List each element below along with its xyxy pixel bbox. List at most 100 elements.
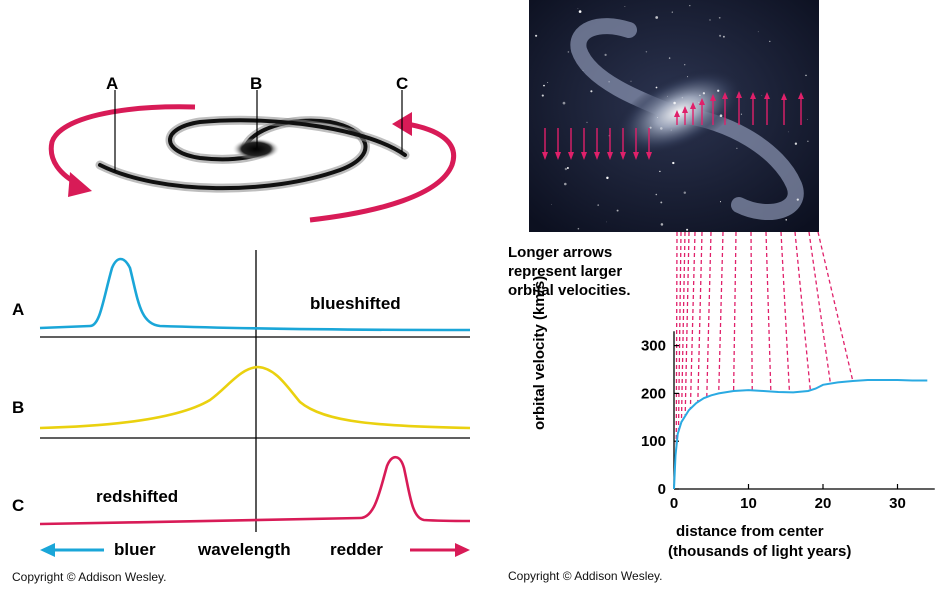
star: [566, 167, 569, 169]
projection-line: [718, 231, 724, 394]
arrow-up-icon: [764, 92, 770, 99]
galaxy-rotation-diagram: [48, 90, 457, 223]
projection-line: [680, 231, 686, 423]
projection-line: [675, 231, 678, 449]
projection-line: [732, 231, 737, 392]
star: [616, 209, 619, 212]
star: [807, 140, 809, 142]
arrow-down-icon: [594, 152, 600, 160]
blueshifted-label: blueshifted: [310, 294, 401, 313]
arrow-down-icon: [620, 152, 626, 160]
copyright-left: Copyright © Addison Wesley.: [12, 570, 167, 584]
redder-arrow-icon: [455, 543, 470, 557]
star: [687, 76, 689, 78]
star: [649, 126, 652, 129]
star: [606, 176, 609, 180]
y-tick-label: 100: [641, 433, 666, 450]
star: [672, 161, 675, 165]
star: [541, 94, 544, 97]
galaxy-label-b: B: [250, 74, 263, 93]
y-axis-title: orbital velocity (km/s): [531, 275, 548, 430]
wavelength-label: wavelength: [198, 540, 291, 559]
x-axis-title-line2: (thousands of light years): [668, 543, 852, 560]
star: [608, 81, 610, 83]
star: [590, 90, 593, 93]
spectrum-row-label-a: A: [12, 300, 25, 319]
arrow-down-icon: [555, 152, 561, 160]
spectra-panel: [39, 250, 471, 532]
star: [577, 8, 579, 10]
star: [689, 4, 691, 7]
galaxy-photo-core: [613, 68, 745, 156]
star: [655, 16, 659, 19]
velocity-arrows: [542, 91, 804, 160]
star: [597, 204, 600, 206]
star: [719, 201, 722, 203]
star: [660, 127, 663, 130]
projection-line: [706, 231, 712, 398]
star: [757, 31, 759, 33]
star: [805, 74, 807, 77]
arrow-down-icon: [646, 152, 652, 160]
star: [681, 97, 683, 99]
star: [719, 114, 723, 117]
star: [673, 101, 676, 105]
spectrum-line-a: [39, 257, 471, 332]
spectrum-row-label-b: B: [12, 398, 25, 417]
bluer-arrow-icon: [40, 543, 55, 557]
x-axis-title-line1: distance from center: [676, 523, 824, 540]
arrow-up-icon: [736, 91, 742, 98]
star: [719, 34, 722, 37]
arrow-up-icon: [781, 93, 787, 100]
star: [796, 198, 799, 201]
copyright-right: Copyright © Addison Wesley.: [508, 569, 663, 583]
arrow-down-icon: [607, 152, 613, 160]
projection-line: [677, 231, 682, 432]
star: [787, 131, 789, 133]
star: [578, 10, 582, 13]
wavelength-axis-arrows: [40, 543, 470, 557]
arrow-up-icon: [682, 106, 688, 113]
arrow-up-icon: [722, 92, 728, 99]
star: [761, 95, 763, 96]
star: [702, 92, 706, 95]
star: [645, 51, 648, 53]
projection-line: [689, 231, 696, 409]
star: [684, 64, 686, 66]
arrow-down-icon: [633, 152, 639, 160]
star: [660, 201, 663, 204]
projection-line: [684, 231, 690, 417]
star: [668, 57, 671, 59]
y-tick-label: 300: [641, 338, 666, 355]
bluer-label: bluer: [114, 540, 156, 559]
redder-label: redder: [330, 540, 383, 559]
projection-line: [794, 231, 811, 391]
star: [671, 11, 673, 13]
x-tick-label: 10: [740, 495, 757, 512]
star: [564, 182, 567, 186]
y-tick-label: 0: [658, 481, 666, 498]
star: [718, 16, 721, 19]
spectrum-row-label-c: C: [12, 496, 25, 515]
y-tick-label: 200: [641, 385, 666, 402]
star: [582, 70, 584, 71]
star: [604, 53, 607, 57]
star: [717, 89, 720, 92]
star: [686, 228, 689, 231]
star: [655, 86, 658, 89]
star: [543, 84, 545, 87]
star: [655, 193, 658, 196]
star: [535, 34, 538, 37]
star: [657, 117, 658, 118]
arrow-up-icon: [674, 110, 680, 117]
star: [660, 223, 664, 226]
x-tick-label: 0: [670, 495, 678, 512]
star: [659, 170, 661, 173]
star: [769, 40, 771, 43]
galaxy-photo: [529, 0, 819, 232]
spectrum-line-c: [39, 455, 471, 526]
x-tick-label: 30: [889, 495, 906, 512]
star: [564, 167, 568, 171]
projection-line: [817, 231, 854, 382]
